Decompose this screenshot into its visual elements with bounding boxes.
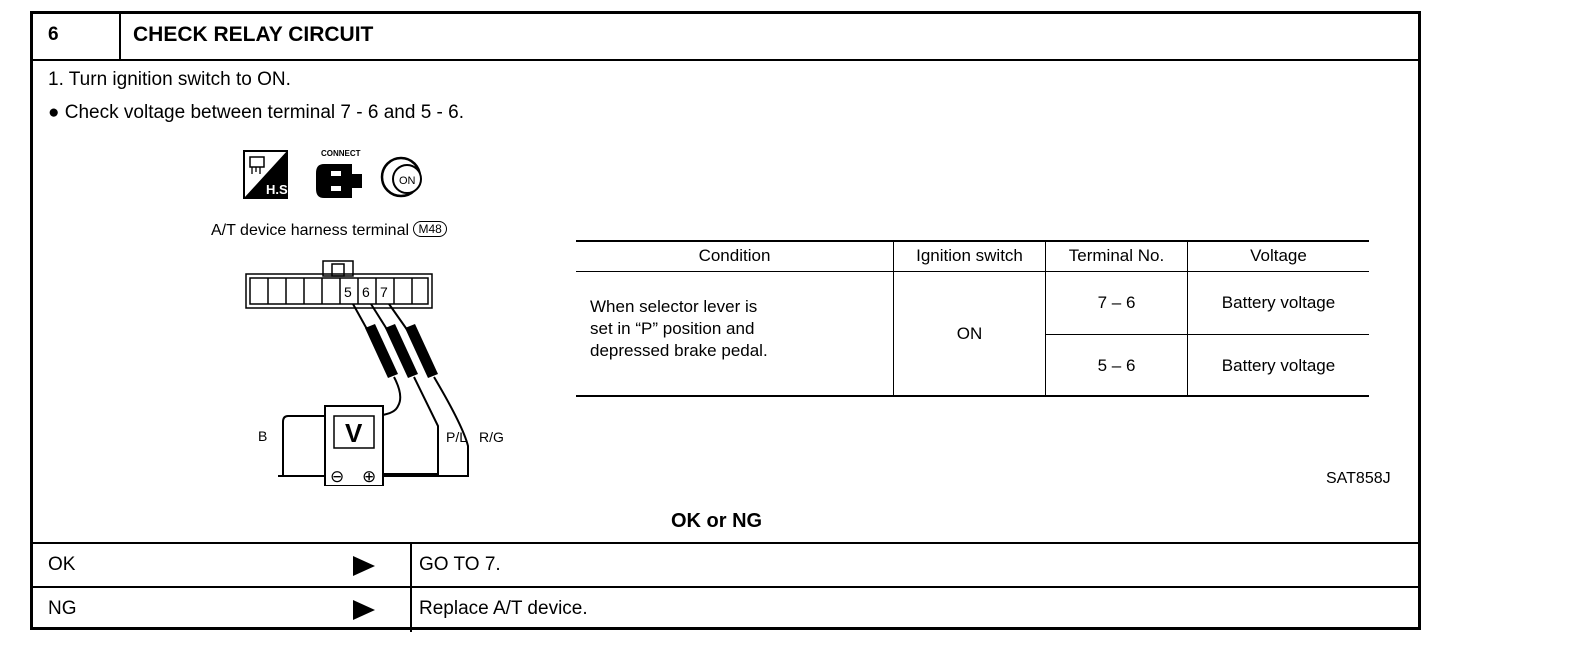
probe-leads xyxy=(352,303,409,332)
hs-label: H.S. xyxy=(266,182,291,197)
voltmeter-label: V xyxy=(345,418,363,448)
header-rule xyxy=(33,59,1418,61)
voltage-spec-table: Condition Ignition switch Terminal No. V… xyxy=(576,240,1369,397)
step-title: CHECK RELAY CIRCUIT xyxy=(133,23,374,46)
procedure-frame: 6 CHECK RELAY CIRCUIT 1. Turn ignition s… xyxy=(30,11,1421,632)
pin-7: 7 xyxy=(380,284,388,300)
pin-6: 6 xyxy=(362,284,370,300)
action-ng: Replace A/T device. xyxy=(419,598,588,619)
result-row-rule xyxy=(33,586,1418,588)
table-header-condition: Condition xyxy=(698,246,771,265)
table-row-rule xyxy=(1045,334,1369,335)
table-ignition-value: ON xyxy=(956,324,983,343)
table-col-divider xyxy=(1045,240,1046,396)
wire-label-rg: R/G xyxy=(479,429,504,445)
table-top-rule xyxy=(576,240,1369,242)
table-header-voltage: Voltage xyxy=(1250,246,1307,265)
probe-bodies xyxy=(365,324,438,378)
table-condition: When selector lever is set in “P” positi… xyxy=(590,296,768,362)
wire-label-pl: P/L xyxy=(446,429,467,445)
connect-icon: CONNECT xyxy=(316,149,362,198)
diagram-caption: A/T device harness terminal M48 xyxy=(211,221,447,240)
condition-line: depressed brake pedal. xyxy=(590,341,768,360)
wire-label-b: B xyxy=(258,428,267,444)
circuit-diagram: 5 6 7 V ⊖ ⊕ B P/L R/G xyxy=(245,260,504,486)
table-header-rule xyxy=(576,271,1369,272)
action-ok: GO TO 7. xyxy=(419,554,501,575)
harness-side-icon: H.S. xyxy=(243,150,291,199)
connector-housing xyxy=(245,260,433,309)
figure-id: SAT858J xyxy=(1326,470,1391,487)
voltmeter: V ⊖ ⊕ xyxy=(324,405,384,486)
connector-code-badge: M48 xyxy=(413,221,447,237)
condition-line: When selector lever is xyxy=(590,297,758,316)
meter-minus: ⊖ xyxy=(330,467,344,486)
icon-group: H.S. CONNECT ON xyxy=(243,149,422,199)
instruction-step2-text: Check voltage between terminal 7 - 6 and… xyxy=(64,102,464,123)
bullet: ● xyxy=(48,102,60,123)
table-voltage: Battery voltage xyxy=(1221,293,1336,312)
decision-rule xyxy=(33,542,1418,544)
instruction-step1: 1. Turn ignition switch to ON. xyxy=(48,69,291,90)
condition-line: set in “P” position and xyxy=(590,319,755,338)
table-terminal: 5 – 6 xyxy=(1097,356,1136,375)
on-label: ON xyxy=(399,175,416,187)
result-ng: NG xyxy=(48,598,77,619)
meter-plus: ⊕ xyxy=(362,467,376,486)
connect-label: CONNECT xyxy=(321,149,361,158)
header-divider xyxy=(119,14,121,59)
step-number: 6 xyxy=(48,24,59,45)
arrow-right-icon xyxy=(353,600,375,620)
ok-or-ng-label: OK or NG xyxy=(671,510,763,532)
pin-5: 5 xyxy=(344,284,352,300)
table-header-ignition: Ignition switch xyxy=(916,246,1023,265)
table-col-divider xyxy=(893,240,894,396)
table-terminal: 7 – 6 xyxy=(1097,293,1136,312)
table-header-terminal: Terminal No. xyxy=(1068,246,1165,265)
wires xyxy=(278,376,469,477)
instruction-step2: ● Check voltage between terminal 7 - 6 a… xyxy=(48,102,464,124)
ignition-on-icon: ON xyxy=(380,156,422,198)
arrow-right-icon xyxy=(353,556,375,576)
table-voltage: Battery voltage xyxy=(1221,356,1336,375)
table-col-divider xyxy=(1187,240,1188,396)
table-bottom-rule xyxy=(576,395,1369,397)
caption-text: A/T device harness terminal xyxy=(211,222,410,239)
result-ok: OK xyxy=(48,554,76,575)
